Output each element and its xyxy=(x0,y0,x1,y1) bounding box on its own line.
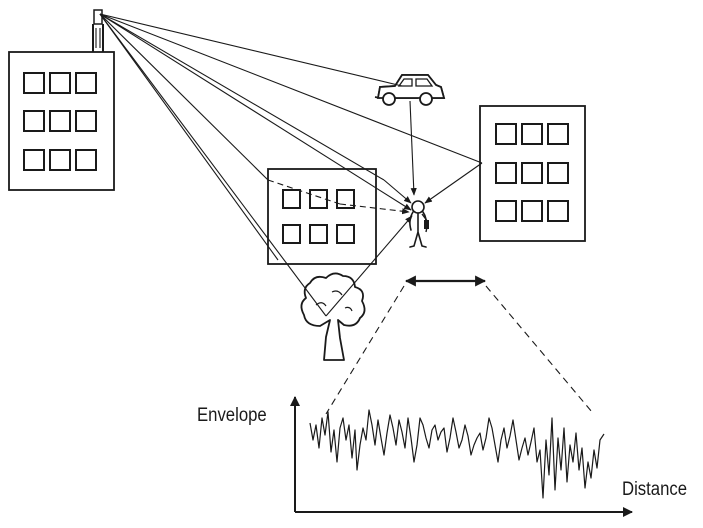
x-axis-label: Distance xyxy=(622,479,688,500)
car-reflection xyxy=(409,100,417,196)
y-axis-label: Envelope xyxy=(197,405,267,426)
car-wheel-front xyxy=(419,92,433,106)
car xyxy=(374,74,446,106)
tree-scatter xyxy=(325,215,413,317)
car-wheel-rear xyxy=(382,92,396,106)
building-left xyxy=(8,51,115,191)
building-right xyxy=(479,105,586,242)
right-building-reflection xyxy=(424,162,483,204)
pedestrian xyxy=(409,200,429,248)
direct-path xyxy=(99,13,412,211)
tree xyxy=(300,272,366,361)
path-upper xyxy=(99,13,385,181)
building-middle xyxy=(267,168,377,265)
envelope-trace xyxy=(309,409,605,499)
building-right-windows xyxy=(495,123,569,222)
building-middle-windows xyxy=(282,189,355,244)
path-to-tree xyxy=(99,13,327,317)
upper-reflection xyxy=(383,179,412,204)
projection-right xyxy=(485,285,593,413)
path-to-car xyxy=(99,13,403,87)
signal-paths xyxy=(99,13,483,317)
path-to-middle-building xyxy=(99,13,269,181)
path-to-tree-left xyxy=(99,13,279,261)
plot-axes xyxy=(290,396,633,517)
building-left-windows xyxy=(23,72,97,171)
penetration-path xyxy=(339,203,410,215)
projection-left xyxy=(325,285,405,415)
path-to-right-building xyxy=(99,13,483,164)
